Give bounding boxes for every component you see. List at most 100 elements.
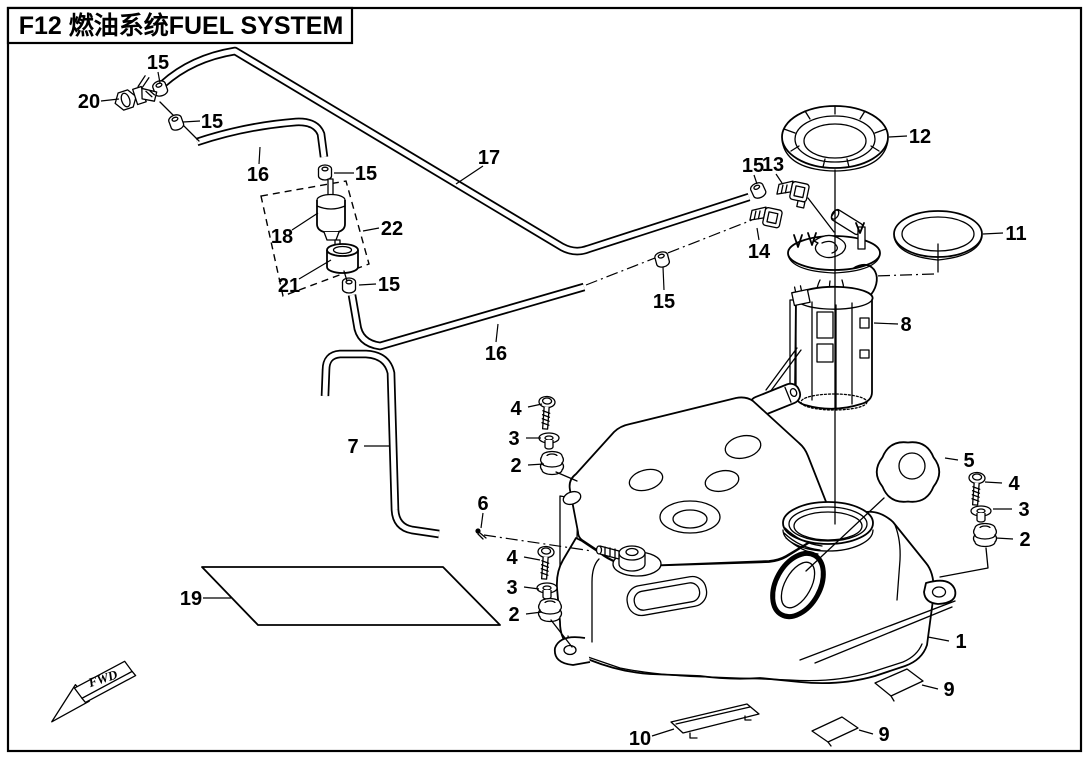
callout-2: 2	[510, 455, 521, 477]
callout-leader-10	[651, 728, 675, 737]
rubber-pad-9-upper	[874, 668, 924, 702]
bolt-4-lower-left	[537, 545, 555, 580]
callout-15: 15	[653, 291, 675, 313]
callout-20: 20	[78, 91, 100, 113]
callout-15: 15	[378, 274, 400, 296]
callout-17: 17	[478, 147, 500, 169]
callout-leader-2	[527, 463, 545, 466]
callout-leader-5	[944, 457, 959, 461]
bushing-21	[326, 243, 359, 282]
callout-15: 15	[147, 52, 169, 74]
callout-4: 4	[506, 547, 518, 569]
callout-leader-15	[157, 71, 161, 84]
callout-9: 9	[878, 724, 889, 746]
callout-10: 10	[629, 728, 651, 750]
callout-leader-2	[995, 537, 1014, 540]
seal-ring-11	[893, 210, 983, 261]
callout-3: 3	[506, 577, 517, 599]
fuel-hose-17	[160, 46, 751, 256]
callout-leader-15	[753, 174, 758, 185]
center-line-6	[483, 534, 593, 552]
callout-3: 3	[508, 428, 519, 450]
pump-lock-ring-12	[781, 105, 889, 172]
tank-outlet-fitting	[595, 545, 662, 577]
callout-14: 14	[748, 241, 771, 263]
pump-flange	[787, 208, 881, 274]
callout-leader-22	[362, 227, 380, 232]
grommet-2-right	[972, 522, 998, 548]
fuel-pump-module-8	[748, 263, 878, 418]
callout-leader-12	[888, 135, 908, 138]
callout-16: 16	[247, 164, 269, 186]
seal-center-line	[873, 273, 935, 277]
callout-leader-15	[358, 283, 377, 286]
callout-leader-2	[525, 611, 543, 615]
screw-6	[475, 528, 487, 540]
grommet-leader-lower-left	[550, 619, 573, 648]
washer-3-right	[970, 505, 992, 523]
fuel-hose-16-upper	[195, 117, 329, 158]
callout-leader-14	[756, 227, 760, 241]
callout-leader-18	[291, 212, 319, 231]
page-title: F12 燃油系统FUEL SYSTEM	[19, 11, 344, 40]
fwd-direction-arrow: FWD	[51, 660, 137, 723]
callout-13: 13	[762, 154, 784, 176]
heat-shield-sheet	[201, 566, 501, 626]
fuel-hose-16-lower	[347, 282, 586, 351]
callout-4: 4	[1008, 473, 1020, 495]
callout-2: 2	[508, 604, 519, 626]
callout-leader-6	[480, 512, 484, 529]
callout-7: 7	[347, 436, 358, 458]
callout-leader-9	[858, 729, 874, 735]
washer-3-upper-left	[538, 432, 560, 450]
callout-4: 4	[510, 398, 522, 420]
callout-leader-16	[258, 146, 261, 165]
callout-18: 18	[271, 226, 293, 248]
grommet-leader-right	[939, 547, 989, 578]
bolt-4-right	[968, 471, 986, 506]
rubber-pad-9-lower	[811, 716, 859, 747]
elbow-fitting-14	[749, 206, 783, 229]
bolt-4-upper-left	[538, 395, 556, 430]
callout-19: 19	[180, 588, 202, 610]
callout-leader-21	[298, 259, 332, 280]
callout-6: 6	[477, 493, 488, 515]
filter-kit-box	[260, 180, 370, 297]
callout-leader-1	[927, 636, 950, 642]
callout-leader-20	[100, 98, 120, 102]
quick-connector-20	[114, 75, 158, 111]
fuel-cap-5	[875, 441, 941, 503]
callout-21: 21	[278, 275, 300, 297]
callout-22: 22	[381, 218, 403, 240]
callout-leader-15	[662, 266, 665, 291]
fuel-filter-18	[316, 178, 346, 254]
callout-15: 15	[201, 111, 223, 133]
vent-port	[770, 550, 826, 620]
grommet-2-upper-left	[539, 450, 565, 476]
callout-leader-16	[495, 323, 499, 343]
assembly-line-13	[807, 197, 835, 233]
callout-leader-4	[984, 481, 1003, 484]
callout-leader-15	[182, 120, 201, 123]
callout-9: 9	[943, 679, 954, 701]
callout-leader-17	[455, 165, 484, 185]
callout-leader-3	[523, 586, 540, 590]
callout-12: 12	[909, 126, 931, 148]
elbow-fitting-13	[776, 180, 810, 209]
cap-leader	[805, 497, 885, 572]
grommet-leader-upper-left	[555, 471, 578, 482]
vent-hose-7	[320, 349, 440, 539]
callout-leader-4	[527, 403, 543, 408]
callout-2: 2	[1019, 529, 1030, 551]
callout-1: 1	[955, 631, 966, 653]
callout-8: 8	[900, 314, 911, 336]
callout-5: 5	[963, 450, 974, 472]
callout-leader-11	[982, 232, 1004, 235]
callout-leader-13	[775, 173, 783, 184]
callout-3: 3	[1018, 499, 1029, 521]
rubber-strip-10	[670, 703, 760, 739]
title-box	[6, 6, 354, 45]
